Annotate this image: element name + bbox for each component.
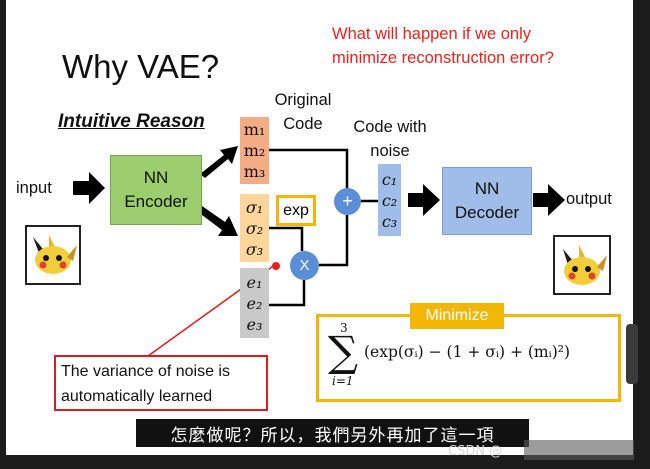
m-to-plus-line bbox=[269, 148, 349, 188]
nn-decoder-box: NN Decoder bbox=[442, 167, 532, 235]
minimize-formula: 3 ∑ i=1 (exp(σᵢ) − (1 + σᵢ) + (mᵢ)²) bbox=[324, 321, 614, 393]
video-subtitle: 怎麼做呢？所以，我們另外再加了這一項 bbox=[136, 419, 529, 447]
original-code-line-2: Code bbox=[283, 115, 323, 133]
c-3: c₃ bbox=[381, 211, 398, 231]
e-2: e₂ bbox=[246, 293, 263, 313]
question-text: What will happen if we only minimize rec… bbox=[332, 22, 622, 70]
callout-line-2: automatically learned bbox=[61, 388, 213, 405]
arrow-to-m-icon bbox=[200, 146, 238, 178]
watermark-block bbox=[524, 440, 634, 460]
sigma-2: σ₂ bbox=[245, 218, 264, 238]
original-code-line-1: Original bbox=[274, 91, 332, 109]
intuitive-reason-heading: Intuitive Reason bbox=[58, 111, 205, 132]
pikachu-output-image bbox=[553, 235, 611, 295]
sum-lower-limit: i=1 bbox=[332, 374, 354, 388]
side-scroll-handle[interactable] bbox=[626, 324, 638, 384]
output-label: output bbox=[566, 190, 612, 208]
video-frame-bottom bbox=[0, 455, 650, 469]
question-line-2: minimize reconstruction error? bbox=[332, 49, 554, 67]
encoder-line-2: Encoder bbox=[124, 192, 188, 211]
e-to-times-line bbox=[269, 280, 306, 307]
nn-encoder-box: NN Encoder bbox=[110, 155, 202, 225]
code-with-noise-line-2: noise bbox=[370, 142, 410, 160]
minimize-tag: Minimize bbox=[410, 303, 504, 329]
m-3: m₃ bbox=[243, 162, 266, 181]
sigma-vector: σ₁ σ₂ σ₃ bbox=[240, 194, 269, 262]
pikachu-input-image bbox=[25, 225, 81, 285]
c-vector: c₁ c₂ c₃ bbox=[378, 164, 401, 236]
sum-upper-limit: 3 bbox=[340, 321, 348, 335]
sigma-1: σ₁ bbox=[245, 197, 264, 217]
pointer-dot bbox=[272, 262, 280, 270]
sigma-to-times-line bbox=[269, 226, 304, 251]
code-with-noise-label: Code with noise bbox=[342, 115, 438, 163]
code-with-noise-line-1: Code with bbox=[353, 118, 427, 136]
plus-node: + bbox=[334, 188, 361, 215]
m-2: m₂ bbox=[243, 141, 266, 160]
csdn-watermark: CSDN @ bbox=[448, 444, 503, 459]
original-code-label: Original Code bbox=[266, 88, 340, 136]
c-2: c₂ bbox=[381, 190, 398, 210]
c-1: c₁ bbox=[381, 169, 398, 189]
pikachu-output-icon bbox=[563, 245, 607, 285]
decoder-line-1: NN bbox=[474, 179, 500, 198]
slide-title: Why VAE? bbox=[62, 48, 220, 85]
variance-callout: The variance of noise is automatically l… bbox=[54, 355, 268, 411]
output-arrow-icon bbox=[533, 184, 565, 216]
m-1: m₁ bbox=[243, 120, 266, 139]
sum-expression: (exp(σᵢ) − (1 + σᵢ) + (mᵢ)²) bbox=[364, 343, 571, 361]
pikachu-input-icon bbox=[33, 235, 77, 274]
exp-box: exp bbox=[276, 195, 316, 226]
summation-symbol: ∑ bbox=[328, 327, 358, 376]
m-vector: m₁ m₂ m₃ bbox=[240, 117, 269, 184]
input-arrow-icon bbox=[73, 172, 105, 204]
e-3: e₃ bbox=[246, 314, 263, 334]
callout-line-1: The variance of noise is bbox=[61, 363, 230, 380]
sigma-3: σ₃ bbox=[245, 239, 264, 259]
e-vector: e₁ e₂ e₃ bbox=[240, 268, 269, 338]
encoder-line-1: NN bbox=[143, 168, 169, 187]
c-to-decoder-arrow-icon bbox=[408, 184, 440, 216]
input-label: input bbox=[16, 179, 52, 197]
arrow-to-sigma-icon bbox=[198, 206, 238, 236]
question-line-1: What will happen if we only bbox=[332, 25, 532, 43]
e-1: e₁ bbox=[246, 272, 263, 292]
times-node: X bbox=[290, 251, 319, 280]
video-frame-left bbox=[0, 0, 6, 469]
times-to-plus-line bbox=[319, 215, 349, 267]
decoder-line-2: Decoder bbox=[454, 203, 520, 222]
